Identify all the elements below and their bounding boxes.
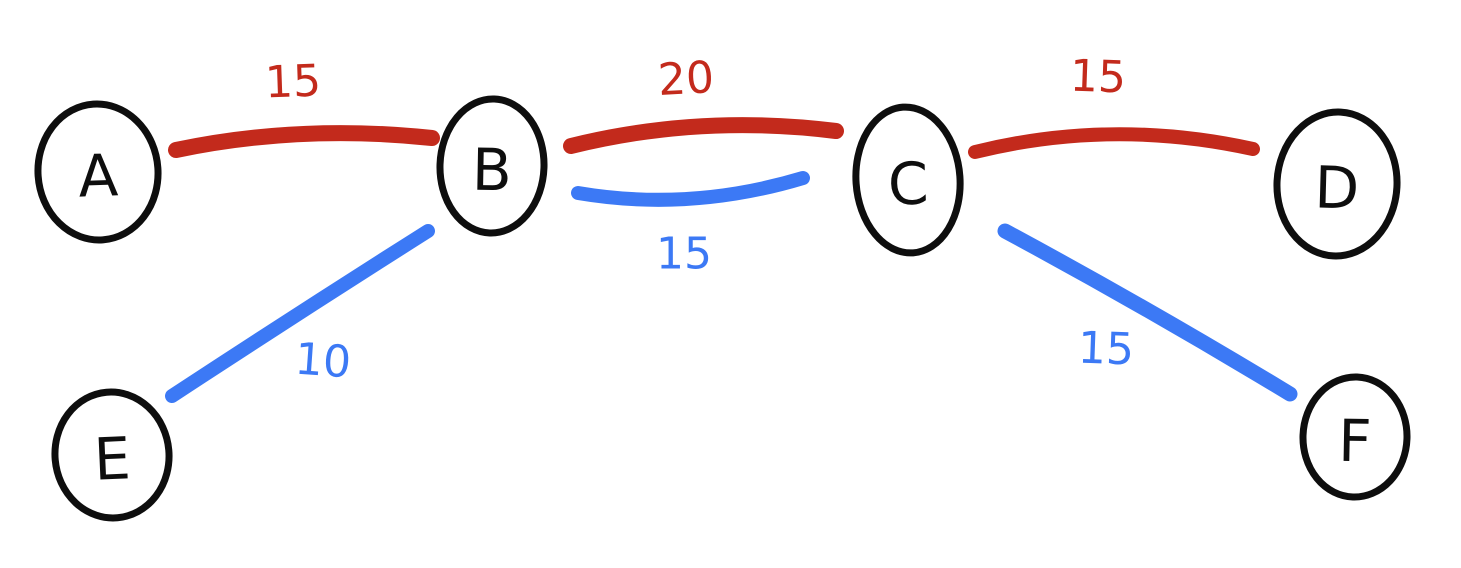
edge-E-B-blue (165, 224, 435, 403)
node-B: B (436, 95, 548, 237)
edge-weight-B-C-blue: 15 (656, 229, 712, 280)
node-D: D (1273, 108, 1401, 260)
edge-B-C-blue (571, 171, 810, 207)
edge-weight-B-C-red: 20 (657, 52, 716, 106)
edges-layer: 15 20 15 15 10 15 (165, 51, 1298, 403)
node-A: A (34, 100, 162, 244)
node-B-circle (436, 95, 548, 237)
node-E: E (51, 388, 173, 522)
edge-B-C-red (563, 117, 844, 154)
edge-weight-E-B-blue: 10 (293, 334, 352, 389)
node-F: F (1299, 373, 1411, 501)
edge-weight-A-B-red: 15 (264, 56, 322, 109)
edge-weight-C-F-blue: 15 (1077, 323, 1135, 376)
edge-C-D-red (968, 127, 1260, 159)
node-F-label: F (1338, 407, 1373, 476)
node-C: C (852, 103, 964, 257)
node-B-label: B (471, 136, 512, 205)
node-D-circle (1273, 108, 1401, 260)
edge-weight-C-D-red: 15 (1069, 51, 1127, 104)
nodes-layer: A B C D E F (34, 95, 1411, 522)
node-A-label: A (77, 141, 119, 210)
node-A-circle (34, 100, 162, 244)
edge-A-B-red (168, 125, 440, 158)
node-C-label: C (887, 149, 930, 218)
node-E-label: E (92, 424, 132, 494)
edge-C-F-blue (997, 223, 1298, 402)
node-C-circle (852, 103, 964, 257)
node-E-circle (51, 388, 173, 522)
node-F-circle (1299, 373, 1411, 501)
node-D-label: D (1314, 153, 1360, 222)
